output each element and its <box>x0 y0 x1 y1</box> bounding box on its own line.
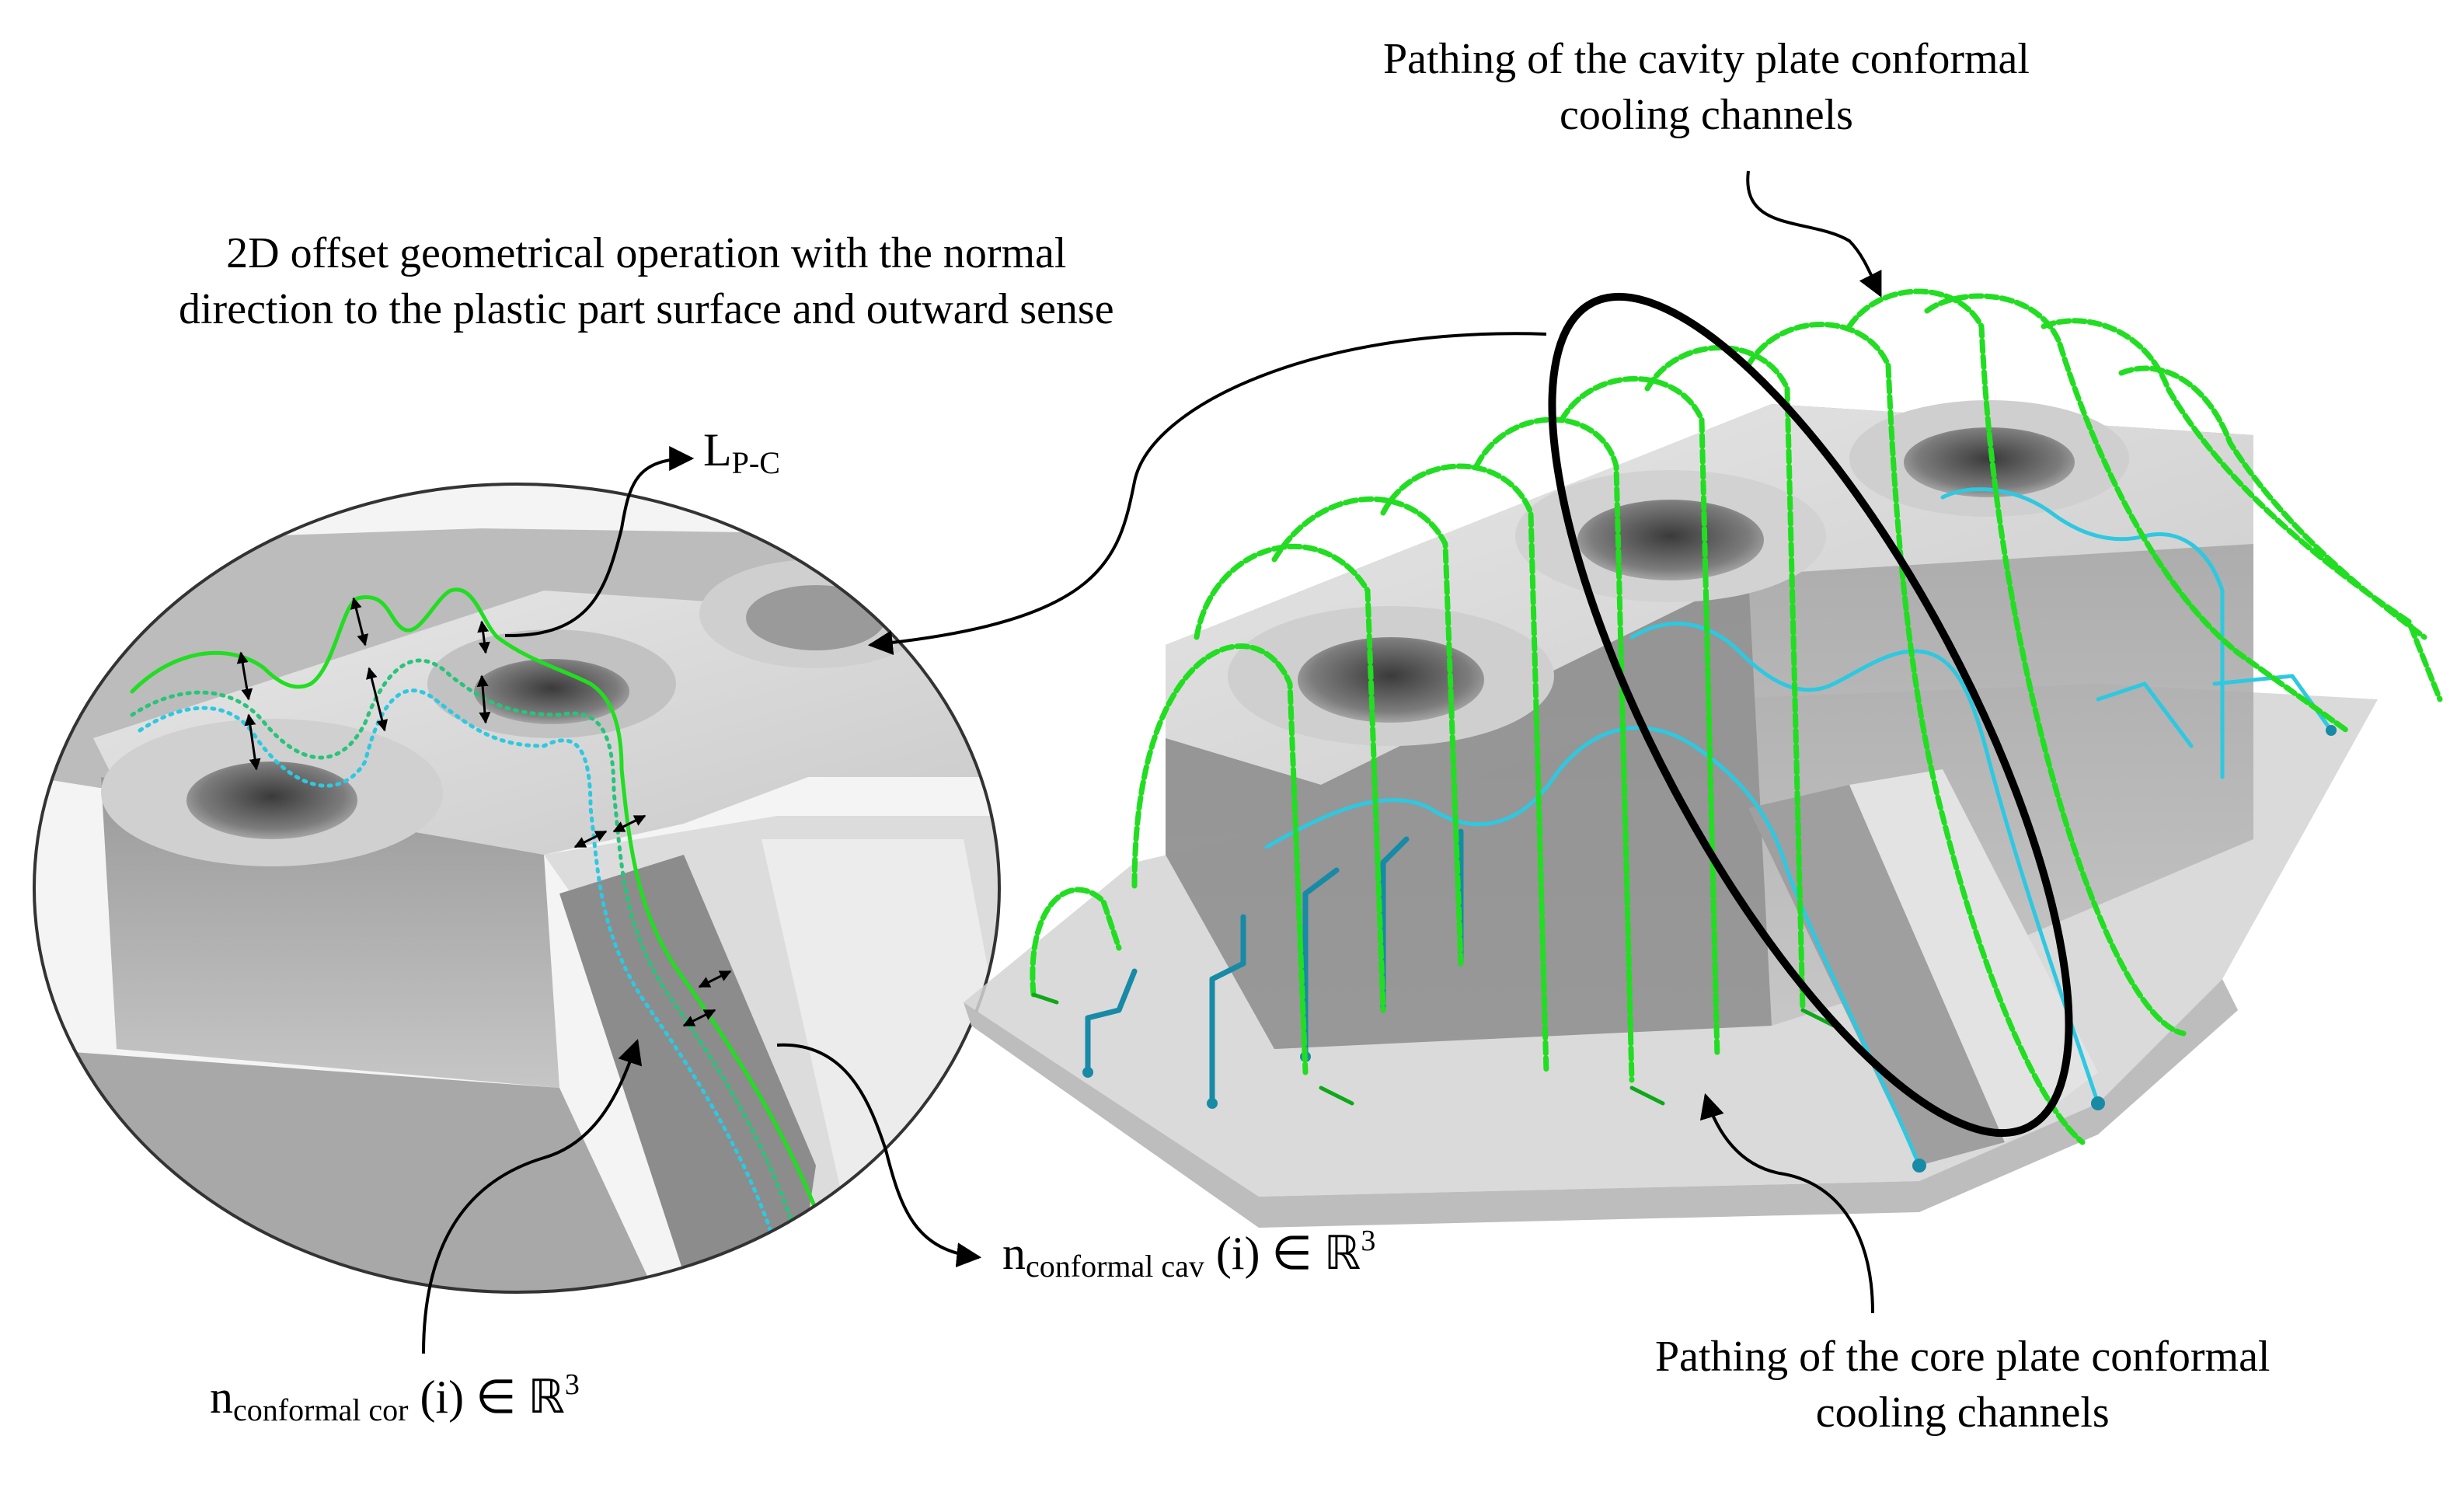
n-cav-main: n <box>1002 1228 1026 1279</box>
cavity-label-line2: cooling channels <box>1560 91 1853 139</box>
offset-label-line2: direction to the plastic part surface an… <box>179 285 1114 333</box>
main-part-view <box>964 400 2378 1228</box>
cavity-channels <box>1030 288 2443 1145</box>
core-label-line1: Pathing of the core plate conformal <box>1655 1333 2271 1381</box>
n-cav-sub: conformal cav <box>1026 1249 1204 1284</box>
zoom-offset-channel <box>130 658 810 1277</box>
arrow-n-cav <box>776 1043 982 1268</box>
n-cav-sup: 3 <box>1361 1225 1376 1257</box>
offset-operation-label: 2D offset geometrical operation with the… <box>179 225 1114 337</box>
arrow-n-cor <box>422 1038 643 1354</box>
core-label-line2: cooling channels <box>1815 1389 2110 1437</box>
lpc-label: LP-C <box>703 423 780 481</box>
n-cav-rest: (i) ∈ ℝ <box>1204 1228 1361 1279</box>
n-cor-main: n <box>210 1371 233 1423</box>
zoom-core-channel <box>138 688 787 1277</box>
n-cor-sup: 3 <box>564 1368 580 1401</box>
zoom-detail-view <box>34 484 999 1292</box>
zoom-cavity-channel <box>130 587 842 1277</box>
lpc-main: L <box>703 424 732 476</box>
core-channels-label: Pathing of the core plate conformal cool… <box>1655 1329 2271 1441</box>
n-cor-label: nconformal cor (i) ∈ ℝ3 <box>210 1368 580 1428</box>
lpc-sub: P-C <box>731 445 780 480</box>
cavity-label-line1: Pathing of the cavity plate conformal <box>1383 35 2030 83</box>
arrow-offset-to-zoom <box>867 332 1547 656</box>
n-cav-label: nconformal cav (i) ∈ ℝ3 <box>1002 1224 1375 1284</box>
n-cor-rest: (i) ∈ ℝ <box>408 1371 565 1423</box>
arrow-lpc <box>504 446 695 638</box>
zoom-circle-outline <box>33 483 1001 1294</box>
n-cor-sub: conformal cor <box>233 1392 409 1427</box>
offset-label-line1: 2D offset geometrical operation with the… <box>226 229 1067 277</box>
arrow-cavity-label <box>1746 170 1882 298</box>
leader-arrows <box>422 170 1882 1354</box>
highlight-ellipse <box>1548 292 2073 1138</box>
cavity-channels-label: Pathing of the cavity plate conformal co… <box>1383 31 2030 143</box>
arrow-core-label <box>1699 1092 1874 1314</box>
offset-distance-arrows <box>236 597 732 1027</box>
